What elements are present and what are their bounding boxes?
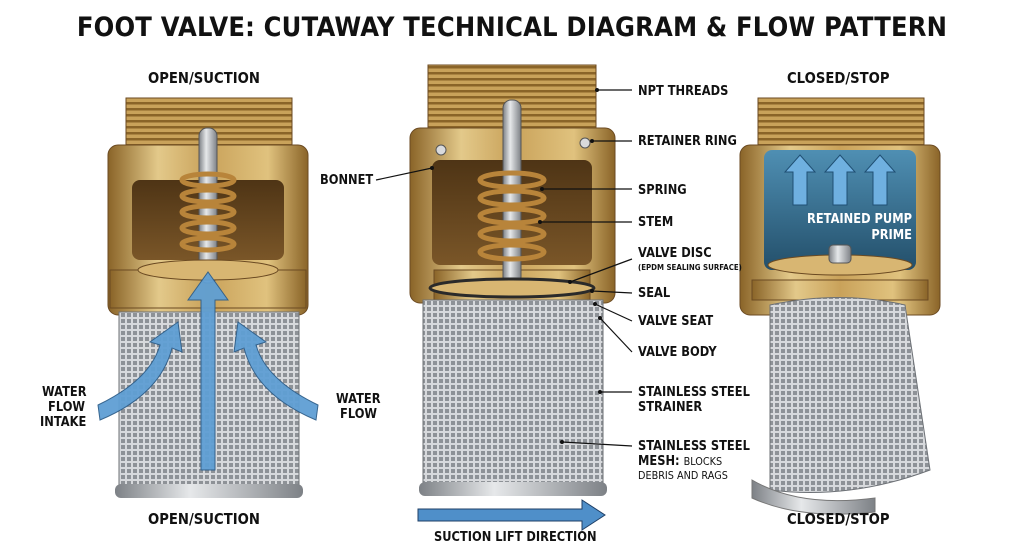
water-flow-arrows	[97, 271, 319, 471]
label-valve-seat: VALVE SEAT	[638, 314, 714, 329]
label-seal: SEAL	[638, 286, 671, 301]
label-mesh-line-3: DEBRIS AND RAGS	[638, 469, 728, 482]
open-valve-cutaway	[97, 97, 319, 498]
label-strainer-line-1: STAINLESS STEEL	[638, 385, 750, 400]
suction-direction-arrow	[417, 499, 606, 531]
spring-coil	[179, 171, 237, 253]
flow-label-line-1: WATER	[336, 392, 381, 407]
intake-label-line-1: WATER	[42, 385, 87, 400]
label-mesh-colon: MESH:	[638, 454, 680, 469]
closed-valve-top-caption: CLOSED/STOP	[787, 69, 890, 87]
retained-prime-line-1: RETAINED PUMP	[807, 212, 912, 227]
label-valve-disc: VALVE DISC	[638, 246, 712, 261]
suction-direction-label: SUCTION LIFT DIRECTION	[434, 530, 597, 545]
open-valve-bottom-caption: OPEN/SUCTION	[148, 510, 260, 528]
labeled-valve-cutaway	[409, 64, 616, 496]
retained-prime-label: RETAINED PUMP PRIME	[784, 212, 912, 244]
closed-valve-cutaway	[739, 97, 941, 515]
leader-lines	[375, 89, 633, 447]
retained-prime-line-2: PRIME	[871, 228, 912, 243]
label-valve-body: VALVE BODY	[638, 345, 717, 360]
label-mesh-blocks: BLOCKS	[683, 455, 723, 468]
prime-arrows	[783, 154, 897, 206]
label-stem: STEM	[638, 215, 674, 230]
label-spring: SPRING	[638, 183, 687, 198]
intake-label-line-3: INTAKE	[40, 415, 87, 430]
label-valve-disc-note: (EPDM SEALING SURFACE)	[638, 263, 742, 272]
label-mesh-line-2: MESH: BLOCKS	[638, 454, 722, 469]
closed-valve-bottom-caption: CLOSED/STOP	[787, 510, 890, 528]
diagram-title: FOOT VALVE: CUTAWAY TECHNICAL DIAGRAM & …	[76, 12, 948, 43]
label-retainer-ring: RETAINER RING	[638, 134, 737, 149]
label-npt-threads: NPT THREADS	[638, 84, 729, 99]
label-strainer-line-2: STRAINER	[638, 400, 703, 415]
flow-label-line-2: FLOW	[340, 407, 378, 422]
open-valve-top-caption: OPEN/SUCTION	[148, 69, 260, 87]
label-mesh-line-1: STAINLESS STEEL	[638, 439, 750, 454]
label-bonnet: BONNET	[320, 173, 374, 188]
intake-label-line-2: FLOW	[48, 400, 86, 415]
